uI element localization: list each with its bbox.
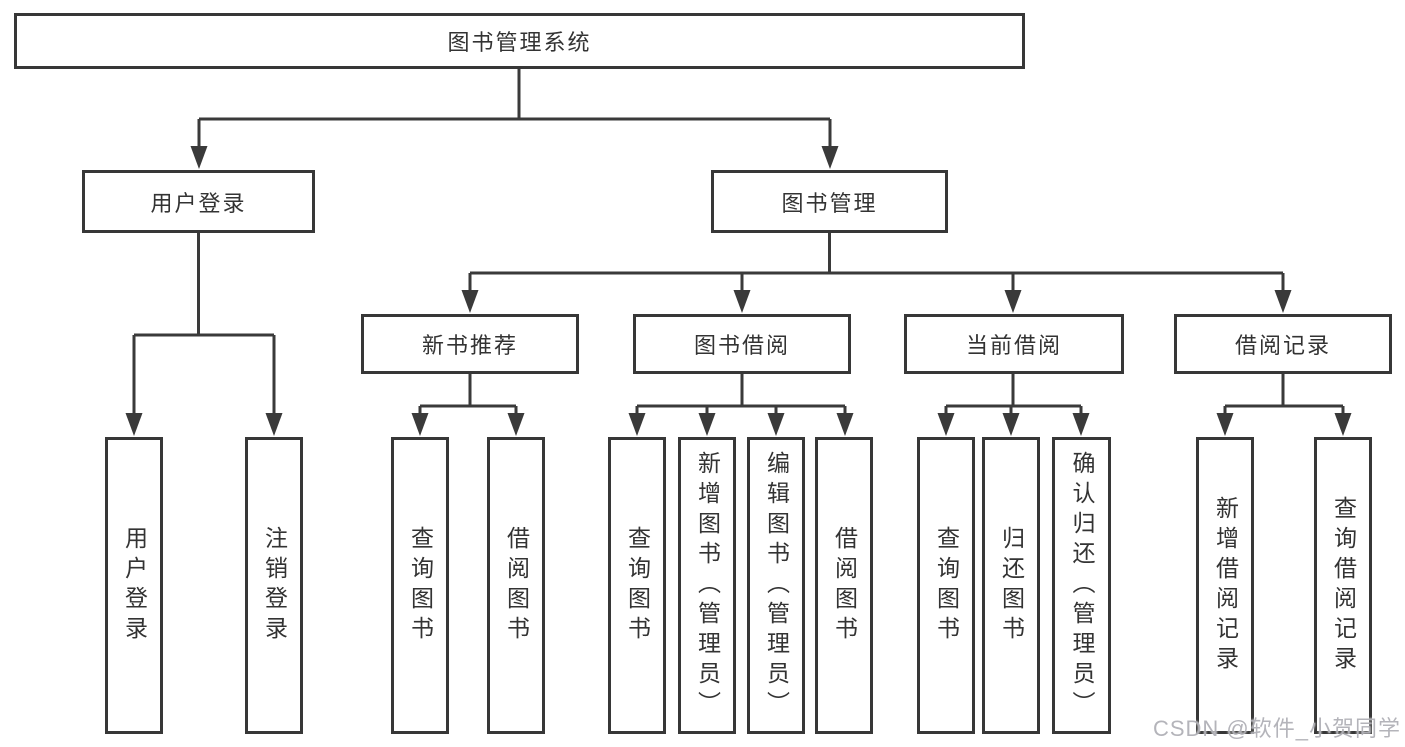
arrowhead-icon (265, 413, 283, 436)
node-query-books-recommend: 查询图书 (391, 437, 449, 734)
node-return-books: 归还图书 (982, 437, 1040, 734)
node-add-borrow-record: 新增借阅记录 (1196, 437, 1254, 734)
node-label: 归还图书 (998, 525, 1025, 646)
arrowheads (125, 146, 1352, 436)
arrowhead-icon (1334, 413, 1352, 436)
arrowhead-icon (767, 413, 785, 436)
connector-paths (132, 69, 1345, 419)
arrowhead-icon (698, 413, 716, 436)
node-user-login-leaf: 用户登录 (105, 437, 163, 734)
node-edit-books-admin: 编辑图书（管理员） (747, 437, 805, 734)
arrowhead-icon (1072, 413, 1090, 436)
node-label: 查询借阅记录 (1330, 495, 1357, 676)
node-query-borrow-record: 查询借阅记录 (1314, 437, 1372, 734)
csdn-watermark: CSDN @软件_小贺同学 (1152, 716, 1401, 741)
node-label: 新书推荐 (421, 333, 518, 358)
node-root-system: 图书管理系统 (14, 13, 1025, 69)
node-borrow-books: 借阅图书 (815, 437, 873, 734)
node-book-borrowing: 图书借阅 (633, 314, 851, 374)
node-label: 查询图书 (933, 525, 960, 646)
node-user-login: 用户登录 (82, 170, 315, 233)
arrowhead-icon (1274, 290, 1292, 313)
node-label: 图书管理 (781, 190, 878, 216)
arrowhead-icon (821, 146, 839, 169)
arrowhead-icon (733, 290, 751, 313)
node-label: 借阅图书 (831, 525, 858, 646)
node-add-books-admin: 新增图书（管理员） (678, 437, 736, 734)
arrowhead-icon (1216, 413, 1234, 436)
arrowhead-icon (1002, 413, 1020, 436)
node-label: 用户登录 (150, 190, 247, 216)
node-label: 借阅图书 (503, 525, 530, 646)
arrowhead-icon (461, 290, 479, 313)
node-query-books-borrow: 查询图书 (608, 437, 666, 734)
node-borrowing-records: 借阅记录 (1174, 314, 1392, 374)
arrowhead-icon (125, 413, 143, 436)
node-label: 新增图书（管理员） (694, 450, 721, 721)
node-label: 新增借阅记录 (1212, 495, 1239, 676)
node-logout: 注销登录 (245, 437, 303, 734)
node-label: 图书借阅 (693, 333, 790, 358)
node-label: 图书管理系统 (447, 30, 592, 55)
node-book-management: 图书管理 (711, 170, 948, 233)
node-label: 确认归还（管理员） (1069, 450, 1095, 721)
arrowhead-icon (190, 146, 208, 169)
node-label: 借阅记录 (1234, 333, 1331, 358)
arrowhead-icon (411, 413, 429, 436)
node-query-books-current: 查询图书 (917, 437, 975, 734)
node-current-borrowing: 当前借阅 (904, 314, 1124, 374)
arrowhead-icon (507, 413, 525, 436)
node-label: 查询图书 (407, 525, 434, 646)
arrowhead-icon (628, 413, 646, 436)
node-label: 查询图书 (624, 525, 651, 646)
node-label: 编辑图书（管理员） (763, 450, 790, 721)
arrowhead-icon (937, 413, 955, 436)
node-label: 注销登录 (261, 525, 288, 646)
node-borrow-books-recommend: 借阅图书 (487, 437, 545, 734)
node-label: 用户登录 (121, 525, 148, 646)
node-new-book-recommendation: 新书推荐 (361, 314, 579, 374)
node-confirm-return-admin: 确认归还（管理员） (1052, 437, 1111, 734)
node-label: 当前借阅 (965, 333, 1062, 358)
arrowhead-icon (836, 413, 854, 436)
arrowhead-icon (1004, 290, 1022, 313)
